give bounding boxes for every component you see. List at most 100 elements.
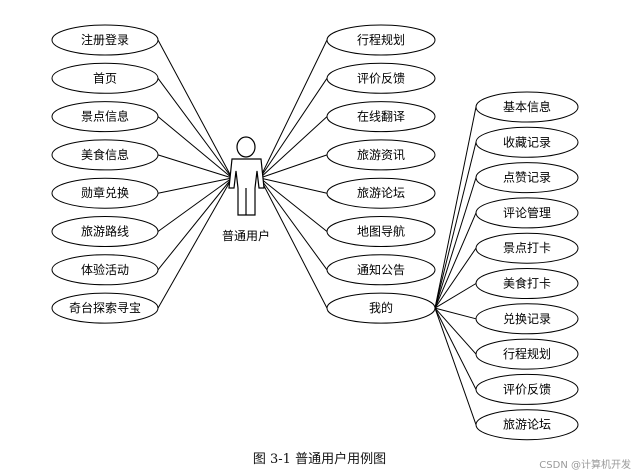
use-case-sub-9: 旅游论坛 <box>475 409 579 441</box>
use-case-left-2-ellipse <box>51 101 159 133</box>
use-case-middle-6-label: 通知公告 <box>357 263 405 277</box>
actor-label: 普通用户 <box>222 228 270 243</box>
use-case-sub-2: 点赞记录 <box>475 162 579 194</box>
use-case-sub-1: 收藏记录 <box>475 126 579 158</box>
use-case-sub-8-ellipse <box>475 373 579 405</box>
use-case-sub-2-ellipse <box>475 162 579 194</box>
use-case-sub-4-label: 景点打卡 <box>503 241 551 255</box>
use-case-left-3: 美食信息 <box>51 139 159 171</box>
use-case-sub-1-ellipse <box>475 126 579 158</box>
use-case-sub-3: 评论管理 <box>475 197 579 229</box>
watermark: CSDN @计算机开发 <box>539 460 631 471</box>
use-case-middle-1: 评价反馈 <box>326 62 436 94</box>
actor-person-icon <box>228 136 265 216</box>
association-line <box>434 307 477 355</box>
use-case-left-1-label: 首页 <box>93 71 117 85</box>
use-case-left-4-ellipse <box>51 177 159 209</box>
use-case-sub-3-ellipse <box>475 197 579 229</box>
association-line <box>259 78 328 179</box>
use-case-middle-2-ellipse <box>326 101 436 133</box>
use-case-left-3-label: 美食信息 <box>81 147 129 162</box>
use-case-left-7: 奇台探索寻宝 <box>51 292 159 324</box>
association-line <box>259 177 328 232</box>
use-case-sub-0-label: 基本信息 <box>503 99 551 114</box>
association-line <box>259 154 328 179</box>
use-case-middle-0-ellipse <box>326 24 436 56</box>
use-case-middle-0-label: 行程规划 <box>357 32 405 47</box>
use-case-sub-4-ellipse <box>475 232 579 264</box>
use-case-sub-0-ellipse <box>475 91 579 123</box>
use-case-sub-7-label: 行程规划 <box>503 346 551 361</box>
use-case-sub-6-ellipse <box>475 303 579 335</box>
association-line <box>434 307 477 425</box>
use-case-middle-4: 旅游论坛 <box>326 177 436 209</box>
use-case-sub-6: 兑换记录 <box>475 303 579 335</box>
use-case-sub-8-label: 评价反馈 <box>503 382 551 396</box>
use-case-middle-3: 旅游资讯 <box>326 139 436 171</box>
use-case-middle-1-ellipse <box>326 62 436 94</box>
use-case-sub-1-label: 收藏记录 <box>503 135 551 149</box>
use-case-sub-7-ellipse <box>475 338 579 370</box>
use-case-left-6-label: 体验活动 <box>81 262 129 277</box>
use-case-left-3-ellipse <box>51 139 159 171</box>
use-case-left-7-label: 奇台探索寻宝 <box>69 300 141 315</box>
use-case-sub-8: 评价反馈 <box>475 373 579 405</box>
use-case-left-7-ellipse <box>51 292 159 324</box>
use-case-left-5-label: 旅游路线 <box>81 224 129 239</box>
association-line <box>259 177 328 271</box>
association-line <box>157 177 233 271</box>
use-case-left-0-label: 注册登录 <box>81 32 129 47</box>
association-line <box>259 116 328 179</box>
association-line <box>434 106 477 309</box>
association-line <box>434 307 477 390</box>
use-case-middle-2-label: 在线翻译 <box>357 110 405 124</box>
use-case-middle-4-label: 旅游论坛 <box>357 186 405 200</box>
use-case-middle-5-ellipse <box>326 216 436 247</box>
use-case-sub-9-label: 旅游论坛 <box>503 418 551 432</box>
use-case-sub-9-ellipse <box>475 409 579 441</box>
use-case-sub-4: 景点打卡 <box>475 232 579 264</box>
use-case-sub-5-label: 美食打卡 <box>503 276 551 291</box>
association-line <box>157 177 233 232</box>
use-case-left-4: 勋章兑换 <box>51 177 159 209</box>
association-line <box>157 154 233 179</box>
use-case-middle-7-label: 我的 <box>369 300 393 315</box>
use-case-middle-3-ellipse <box>326 139 436 171</box>
association-line <box>259 39 328 179</box>
use-case-middle-3-label: 旅游资讯 <box>357 148 405 162</box>
use-case-middle-1-label: 评价反馈 <box>357 71 405 85</box>
use-case-middle-7-ellipse <box>326 292 436 324</box>
association-line <box>434 212 477 309</box>
use-case-middle-5: 地图导航 <box>326 216 436 247</box>
use-case-middle-4-ellipse <box>326 177 436 209</box>
figure-caption: 图 3-1 普通用户用例图 <box>252 452 387 467</box>
use-case-sub-6-label: 兑换记录 <box>503 312 551 326</box>
use-case-middle-5-label: 地图导航 <box>357 224 405 239</box>
association-line <box>157 177 233 309</box>
use-case-sub-3-label: 评论管理 <box>503 205 551 220</box>
use-case-middle-7: 我的 <box>326 292 436 324</box>
association-line <box>434 142 477 309</box>
association-line <box>434 247 477 309</box>
use-case-sub-5-ellipse <box>475 268 579 299</box>
use-case-left-6-ellipse <box>51 254 159 286</box>
association-line <box>434 177 477 309</box>
use-case-sub-7: 行程规划 <box>475 338 579 370</box>
use-case-sub-2-label: 点赞记录 <box>503 171 551 185</box>
association-line <box>157 39 233 179</box>
use-case-left-5: 旅游路线 <box>51 216 159 247</box>
association-line <box>157 78 233 179</box>
association-line <box>434 307 477 320</box>
use-case-left-1-ellipse <box>51 62 159 94</box>
association-line <box>157 116 233 179</box>
association-line <box>157 177 233 194</box>
use-case-left-2: 景点信息 <box>51 101 159 133</box>
use-case-left-0-ellipse <box>51 24 159 56</box>
association-line <box>259 177 328 194</box>
use-case-left-2-label: 景点信息 <box>81 109 129 124</box>
association-line <box>259 177 328 309</box>
use-case-left-4-label: 勋章兑换 <box>81 185 129 200</box>
